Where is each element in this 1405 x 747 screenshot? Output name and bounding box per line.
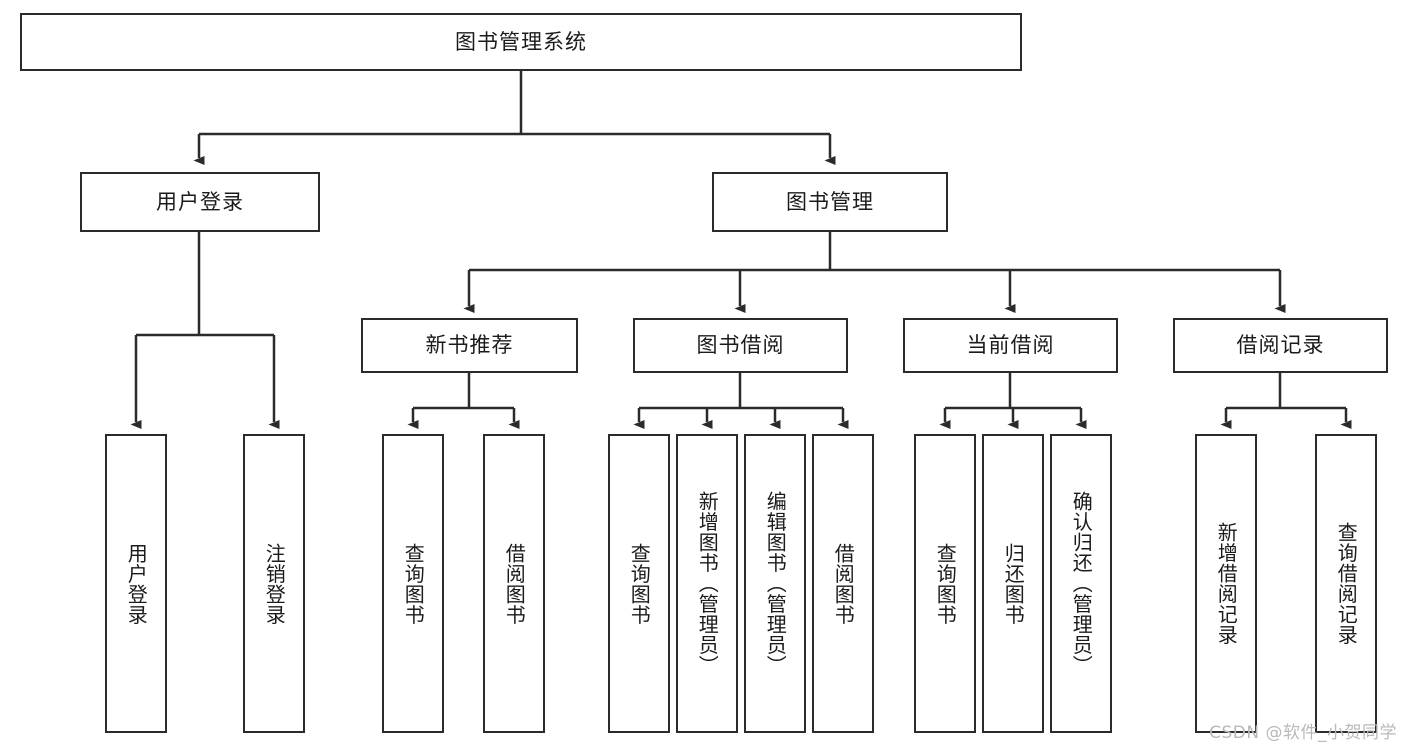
node-leaf-query-borrow-record[interactable]: 查询借阅记录 (1315, 434, 1377, 733)
node-label: 用户登录 (156, 189, 244, 214)
node-user-login[interactable]: 用户登录 (80, 172, 320, 232)
node-label: 新增借阅记录 (1214, 522, 1239, 645)
node-label: 确认归还（管理员） (1069, 491, 1094, 676)
node-book-borrow[interactable]: 图书借阅 (633, 318, 848, 373)
node-label: 用户登录 (124, 542, 149, 625)
node-label: 借阅图书 (831, 542, 856, 625)
node-label: 查询图书 (627, 542, 652, 625)
node-borrow-record[interactable]: 借阅记录 (1173, 318, 1388, 373)
node-leaf-add-borrow-record[interactable]: 新增借阅记录 (1195, 434, 1257, 733)
node-label: 查询图书 (401, 542, 426, 625)
node-current-borrow[interactable]: 当前借阅 (903, 318, 1118, 373)
node-label: 图书管理系统 (455, 29, 587, 54)
node-label: 当前借阅 (966, 333, 1055, 358)
node-leaf-query-book-2[interactable]: 查询图书 (608, 434, 670, 733)
node-label: 注销登录 (262, 542, 287, 625)
node-label: 新书推荐 (425, 333, 514, 358)
node-leaf-add-book[interactable]: 新增图书（管理员） (676, 434, 738, 733)
node-book-management[interactable]: 图书管理 (712, 172, 948, 232)
node-label: 查询图书 (933, 542, 958, 625)
node-leaf-logout[interactable]: 注销登录 (243, 434, 305, 733)
node-label: 借阅记录 (1236, 333, 1325, 358)
node-label: 图书管理 (786, 189, 874, 214)
node-label: 编辑图书（管理员） (763, 491, 788, 676)
node-leaf-login[interactable]: 用户登录 (105, 434, 167, 733)
node-leaf-query-book-3[interactable]: 查询图书 (914, 434, 976, 733)
node-leaf-confirm-return[interactable]: 确认归还（管理员） (1050, 434, 1112, 733)
node-label: 查询借阅记录 (1334, 522, 1359, 645)
node-root-system[interactable]: 图书管理系统 (20, 13, 1022, 71)
node-leaf-edit-book[interactable]: 编辑图书（管理员） (744, 434, 806, 733)
node-leaf-query-book-1[interactable]: 查询图书 (382, 434, 444, 733)
node-label: 归还图书 (1001, 542, 1026, 625)
node-label: 图书借阅 (696, 333, 785, 358)
node-leaf-borrow-book-1[interactable]: 借阅图书 (483, 434, 545, 733)
node-label: 借阅图书 (502, 542, 527, 625)
node-new-book-recommend[interactable]: 新书推荐 (361, 318, 578, 373)
node-leaf-return-book[interactable]: 归还图书 (982, 434, 1044, 733)
watermark-text: CSDN @软件_小贺同学 (1209, 723, 1397, 743)
node-label: 新增图书（管理员） (695, 491, 720, 676)
node-leaf-borrow-book-2[interactable]: 借阅图书 (812, 434, 874, 733)
